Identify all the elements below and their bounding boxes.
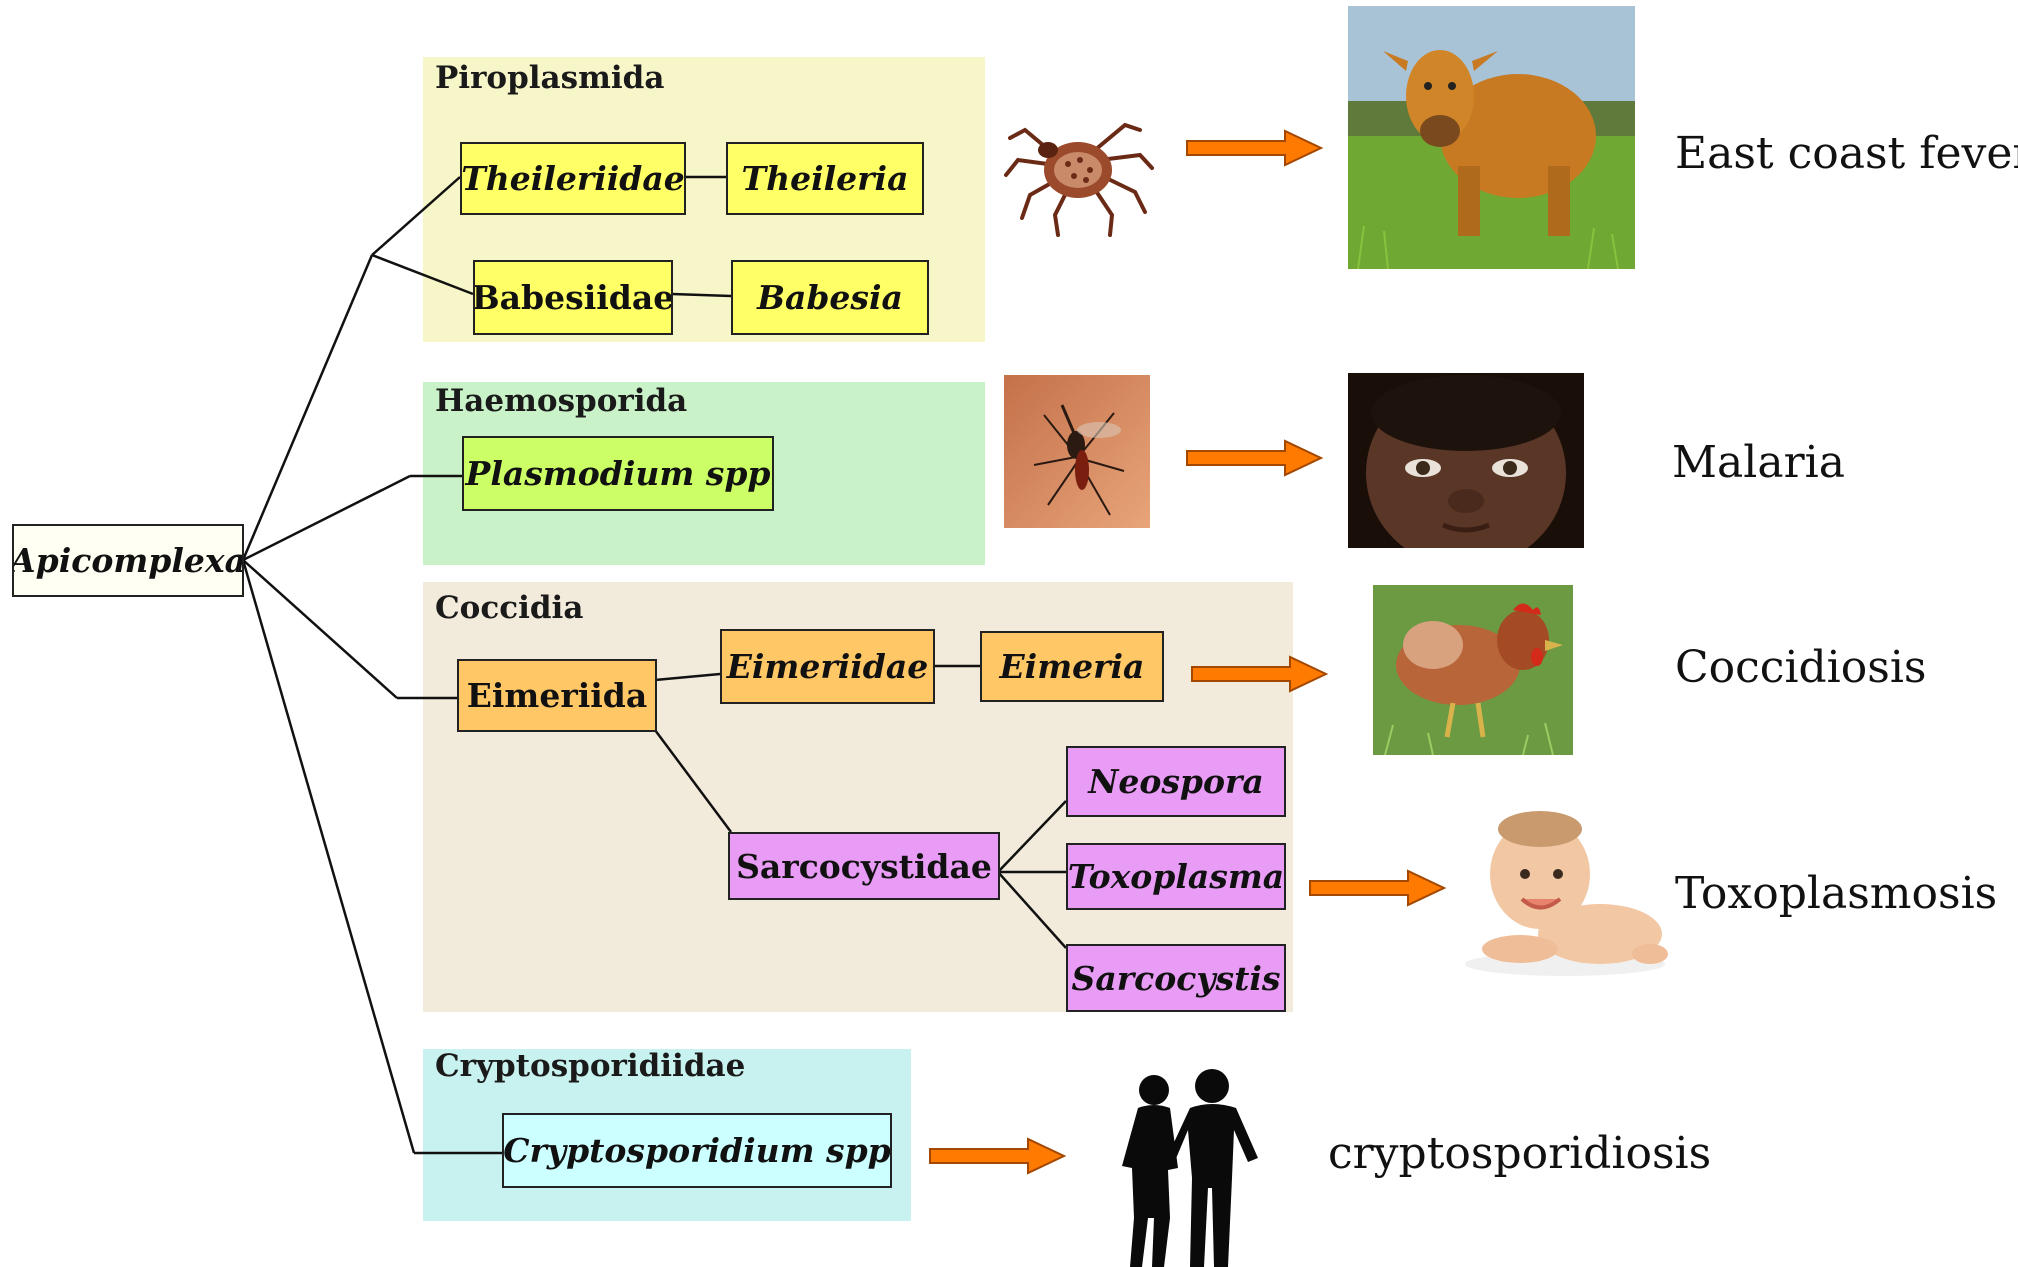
tick-icon — [1000, 100, 1160, 240]
sarcocystis-node: Sarcocystis — [1066, 944, 1286, 1012]
eimeriidae-node: Eimeriidae — [720, 629, 935, 704]
child-face-icon — [1348, 373, 1584, 548]
neospora-node: Neospora — [1066, 746, 1286, 817]
disease-toxoplasmosis: Toxoplasmosis — [1675, 868, 1997, 919]
cryptosporidiidae-title: Cryptosporidiidae — [435, 1048, 745, 1084]
baby-icon — [1460, 804, 1670, 979]
disease-coccidiosis: Coccidiosis — [1675, 642, 1926, 693]
apicomplexa-node: Apicomplexa — [12, 524, 244, 597]
arrow-right-icon — [1185, 438, 1325, 478]
babesia-node: Babesia — [731, 260, 929, 335]
haemosporida-title: Haemosporida — [435, 383, 687, 419]
plasmodium-node: Plasmodium spp — [462, 436, 774, 511]
theileriidae-node: Theileriidae — [460, 142, 686, 215]
toxoplasma-node: Toxoplasma — [1066, 843, 1286, 910]
disease-east-coast-fever: East coast fever — [1675, 128, 2018, 179]
disease-malaria: Malaria — [1672, 437, 1845, 488]
babesiidae-node: Babesiidae — [473, 260, 673, 335]
coccidia-title: Coccidia — [435, 590, 583, 626]
disease-cryptosporidiosis: cryptosporidiosis — [1328, 1128, 1711, 1179]
arrow-right-icon — [1308, 868, 1448, 908]
theileria-node: Theileria — [726, 142, 924, 215]
piroplasmida-title: Piroplasmida — [435, 60, 664, 96]
sarcocystidae-node: Sarcocystidae — [728, 832, 1000, 900]
cryptosporidium-node: Cryptosporidium spp — [502, 1113, 892, 1188]
eimeria-node: Eimeria — [980, 631, 1164, 702]
arrow-right-icon — [1190, 654, 1330, 694]
chicken-icon — [1373, 585, 1573, 755]
arrow-right-icon — [1185, 128, 1325, 168]
people-silhouette-icon — [1108, 1068, 1268, 1267]
cow-icon — [1348, 6, 1635, 269]
eimeriida-node: Eimeriida — [457, 659, 657, 732]
mosquito-icon — [1004, 375, 1150, 528]
arrow-right-icon — [928, 1136, 1068, 1176]
